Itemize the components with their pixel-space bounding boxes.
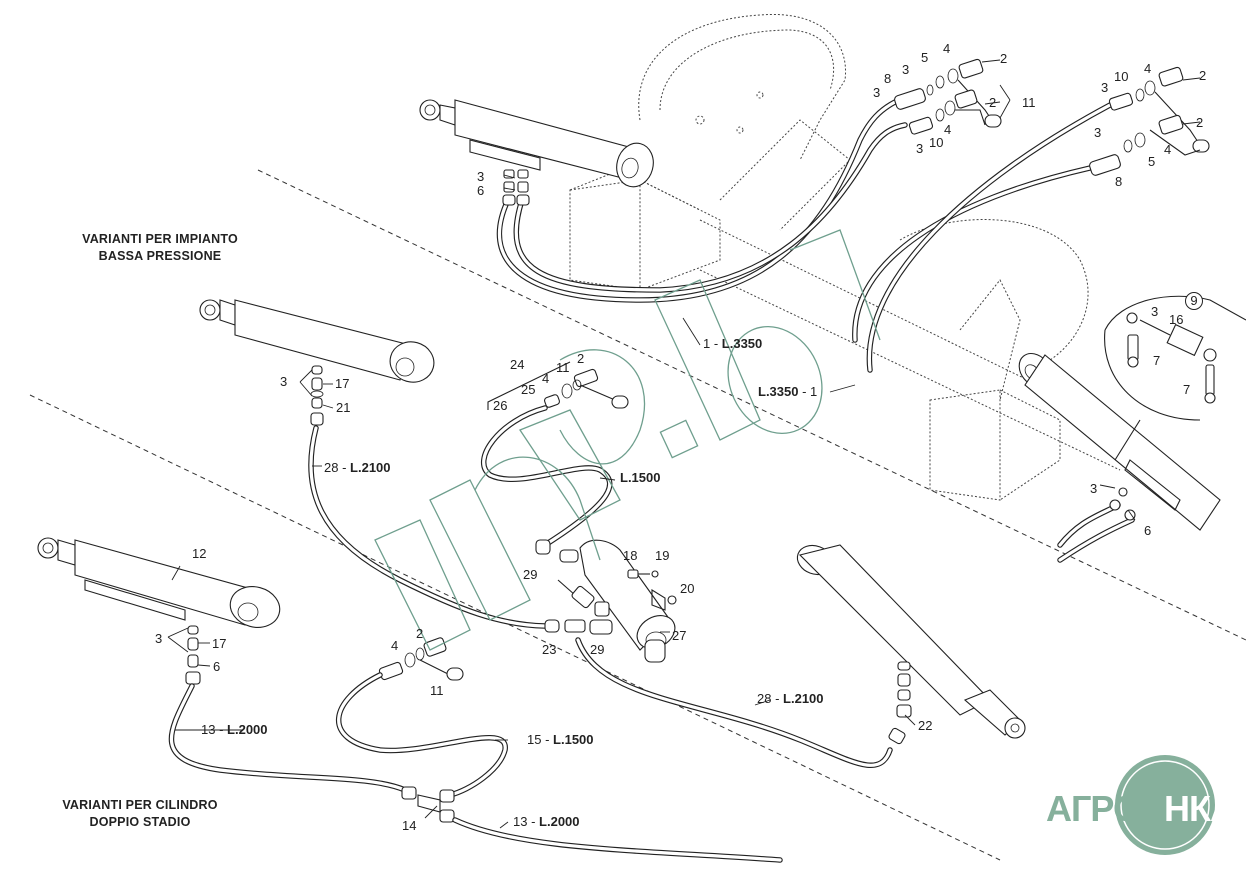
callout: 17 [212,636,227,651]
cylinder-right [1018,352,1221,563]
hose-label-13a: 13 - L.2000 [201,722,268,737]
hose-1-top-pair [496,99,908,303]
callout: 3 [1101,80,1109,95]
callout: 4 [944,122,952,137]
callout: 3 [902,62,910,77]
coupler-group-b [852,66,1210,373]
callout: 5 [921,50,929,65]
callout: 2 [1196,115,1204,130]
callout: 2 [416,626,424,641]
callout: 7 [1183,382,1191,397]
callout: 6 [213,659,221,674]
title-line-2: DOPPIO STADIO [89,815,191,829]
callout: 18 [623,548,638,563]
callout: 8 [884,71,892,86]
callout: 25 [521,382,536,397]
callout: 2 [1199,68,1207,83]
title-line-1: VARIANTI PER CILINDRO [62,798,218,812]
callout: 5 [1148,154,1156,169]
title-line-2: BASSA PRESSIONE [98,249,222,263]
logo-text-right: НКА [1164,788,1236,829]
section-divider-upper [257,169,1246,641]
watermark-nka-by [374,229,881,651]
callout: 6 [1144,523,1152,538]
callout: 3 [1094,125,1102,140]
leader-lines [167,59,1201,829]
callout: 4 [943,41,951,56]
callout: 3 [477,169,485,184]
callout: 4 [1144,61,1152,76]
callout: 27 [672,628,687,643]
cylinder-top [419,99,654,188]
callout: 4 [542,371,550,386]
callout: 16 [1169,312,1184,327]
section-title-double-stage: VARIANTI PER CILINDRO DOPPIO STADIO [40,797,240,831]
callout: 26 [493,398,508,413]
callout: 3 [155,631,163,646]
callout: 6 [477,183,485,198]
callout: 2 [989,95,997,110]
callout: 8 [1115,174,1123,189]
hose-label-13b: 13 - L.2000 [513,814,580,829]
callout: 3 [916,141,924,156]
hose-label-28a: 28 - L.2100 [324,460,391,475]
logo: АГРО НКА [1046,760,1236,860]
callout: 11 [1022,95,1036,110]
callout: 4 [1164,142,1172,157]
callout: 3 [280,374,288,389]
fittings-top-cylinder [502,169,530,206]
callout: 7 [1153,353,1161,368]
callout: 24 [510,357,525,372]
hose-label-28b: 28 - L.2100 [757,691,824,706]
callout: 2 [1000,51,1008,66]
callout: 20 [680,581,695,596]
coupler-group-a [894,58,1002,135]
callout: 3 [873,85,881,100]
section-divider-lower [29,394,1001,861]
callout: 11 [556,360,570,375]
title-line-1: VARIANTI PER IMPIANTO [82,232,238,246]
callout: 10 [1114,69,1129,84]
callout: 12 [192,546,207,561]
callout: 3 [1090,481,1098,496]
detail-marker-9: 9 [1185,292,1203,310]
callout: 22 [918,718,933,733]
hose-label-1500a: L.1500 [620,470,661,485]
coupler-group-24 [481,361,629,548]
cylinder-lower-right [796,544,1026,745]
hose-label-15: 15 - L.1500 [527,732,594,747]
callout: 19 [655,548,670,563]
callout: 29 [523,567,538,582]
section-title-low-pressure: VARIANTI PER IMPIANTO BASSA PRESSIONE [60,231,260,265]
callout: 10 [929,135,944,150]
callout: 3 [1151,304,1159,319]
cylinder-27-valve [535,539,893,768]
callout: 2 [577,351,585,366]
callout: 11 [430,683,444,698]
logo-text-left: АГРО [1046,788,1141,829]
cylinder-12-double-stage [37,537,408,793]
callout: 23 [542,642,557,657]
detail-callout-9 [1104,295,1246,461]
hose-label-1b: L.3350 - 1 [758,384,818,399]
hose-15-loop [335,637,783,863]
logo-agronka [1115,755,1215,855]
callout: 4 [391,638,399,653]
hose-label-1: 1 - L.3350 [703,336,763,351]
callout: 17 [335,376,350,391]
callout: 21 [336,400,351,415]
cylinder-low-pressure [199,299,548,629]
callout: 29 [590,642,605,657]
callout: 14 [402,818,417,833]
